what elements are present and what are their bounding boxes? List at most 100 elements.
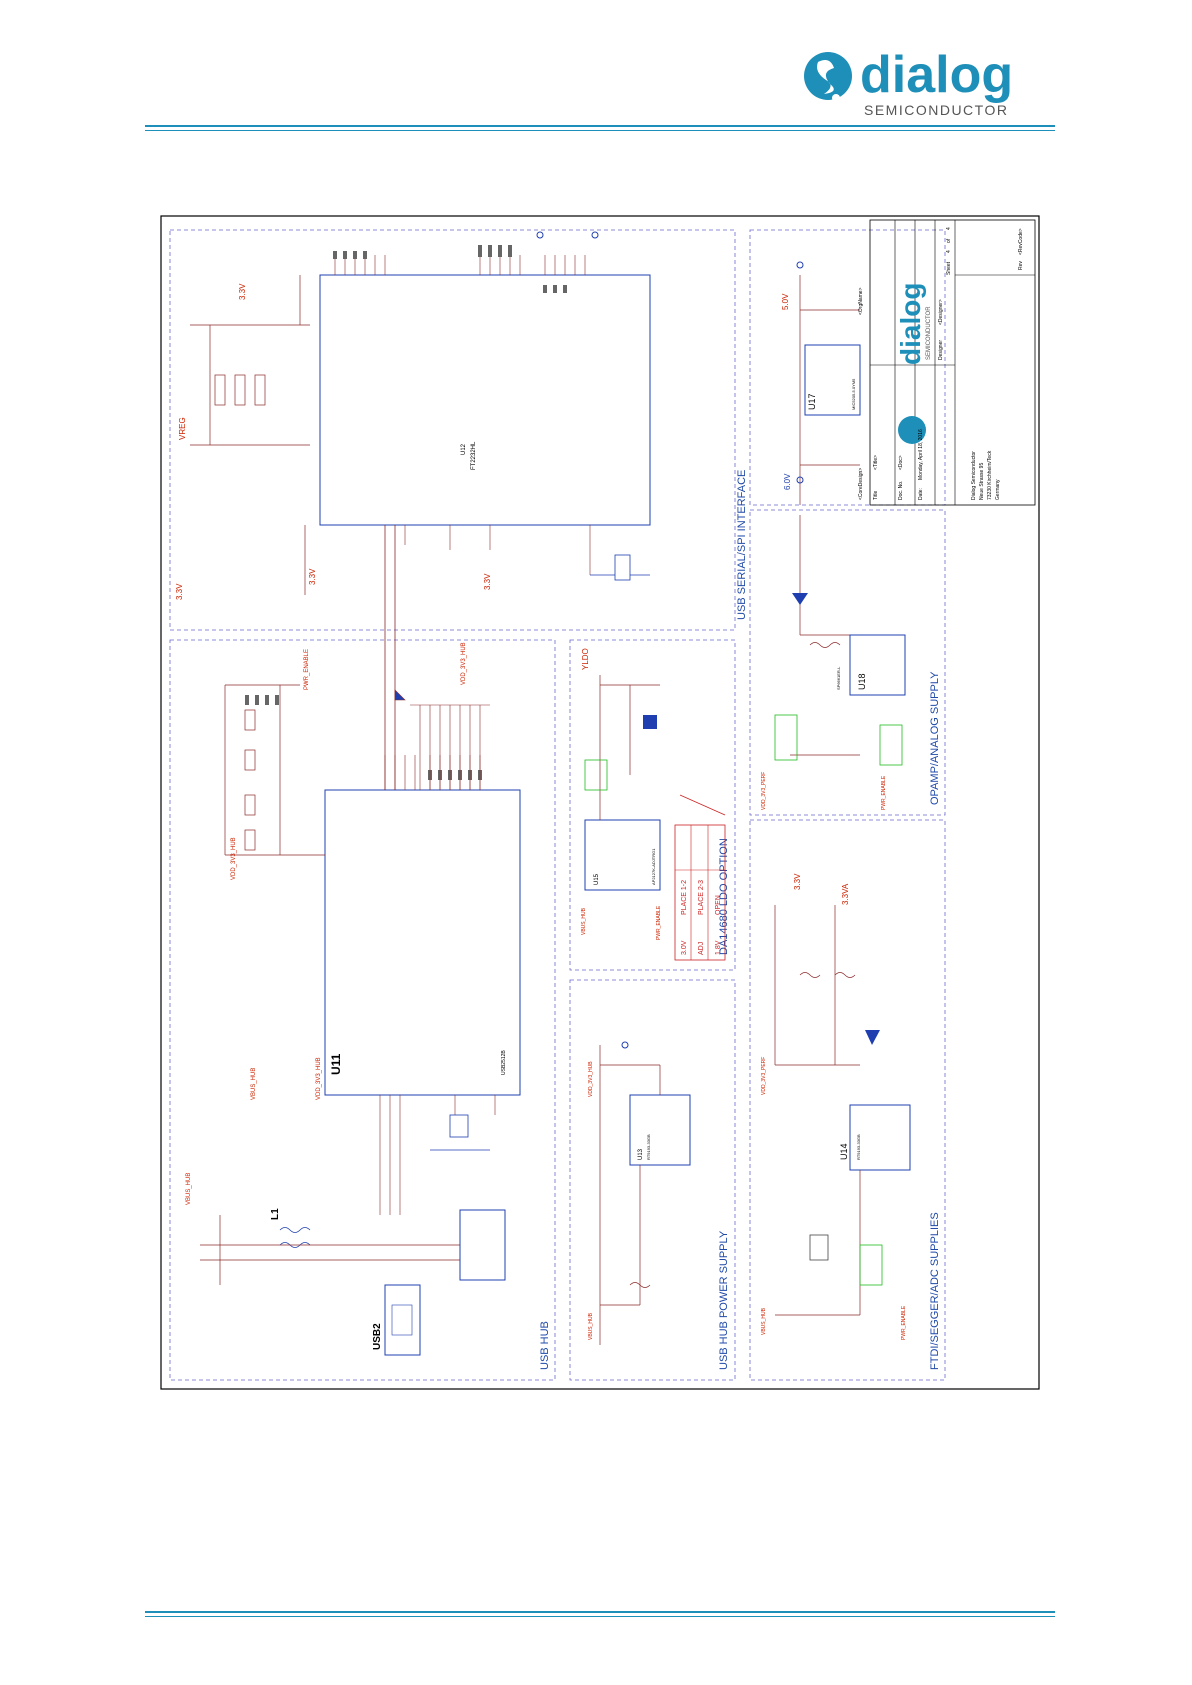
tb-doc-label: Doc. No. — [898, 481, 904, 500]
ldo-row3-action: OPEN — [715, 895, 722, 915]
u13-part: RT9193-33GB — [646, 1134, 651, 1160]
led-d5-icon — [865, 1030, 880, 1045]
u14-part: RT9193-33GB — [856, 1134, 861, 1160]
tb-rev-label: Rev — [1018, 261, 1024, 270]
u13-ref: U13 — [638, 1148, 644, 1160]
section-title-hub: USB HUB — [539, 1321, 551, 1370]
u12-ref: U12 — [461, 443, 467, 455]
u14-ref: U14 — [839, 1143, 849, 1160]
ldo-green-box — [584, 759, 608, 791]
ldo-row1-voltage: 3.0V — [681, 940, 688, 955]
tb-title-label: Title — [873, 491, 879, 500]
net-3v3-ftdi: 3.3V — [793, 873, 802, 890]
net-pwr-enable-ldo: PWR_ENABLE — [656, 905, 662, 940]
section-title-hubpower: USB HUB POWER SUPPLY — [718, 1230, 730, 1370]
section-title-ldo: DA14680 LDO OPTION — [718, 838, 730, 955]
net-3v3-reset: 3.3V — [483, 573, 492, 590]
usb2-connector: USB2 — [372, 1284, 421, 1356]
net-3v3-left: 3.3V — [175, 583, 184, 600]
net-vbus-hub-b: VBUS_HUB — [186, 1173, 192, 1205]
inductor-l1: L1 — [270, 1208, 311, 1248]
net-vdd-3v3-hub-b: VDD_3V3_HUB — [316, 1057, 322, 1100]
net-pwr-enable-ftdi: PWR_ENABLE — [901, 1305, 907, 1340]
net-vbus-hub-a: VBUS_HUB — [251, 1068, 257, 1100]
ldo-row2-action: PLACE 2-3 — [698, 880, 705, 915]
net-vdd-3v3-perf-b: VDD_3V3_PERF — [761, 1057, 767, 1095]
net-3v3a: 3.3VA — [841, 883, 850, 905]
tb-logo-sub: SEMICONDUCTOR — [926, 306, 932, 360]
net-5v0: 5.0V — [781, 293, 790, 310]
u18-part: SP6661ER-L — [836, 666, 841, 690]
section-box-hubpower — [569, 979, 736, 1381]
opamp-green-box-b — [879, 724, 903, 766]
net-vreg: VREG — [178, 417, 187, 440]
led-d4-icon — [394, 689, 406, 701]
sheet-border — [160, 215, 1040, 1390]
footer-rule-top — [145, 1611, 1055, 1613]
tb-date-value: Monday, April 18, 2016 — [918, 429, 924, 480]
u17-part: MIC5205-5.0YM5 — [851, 378, 856, 410]
net-3v3-mid: 3.3V — [308, 568, 317, 585]
hub-decoupling — [224, 684, 325, 856]
section-box-top-right — [749, 229, 946, 506]
tb-logo-mark-icon — [898, 416, 926, 444]
tp59-icon — [796, 261, 804, 269]
tb-of-value: 4 — [946, 227, 952, 230]
crystal-y3 — [430, 1114, 490, 1151]
l1-ref: L1 — [270, 1208, 281, 1220]
net-6v0: 6.0V — [783, 473, 792, 490]
vreg-decoupling — [190, 275, 310, 595]
tb-of-label: of — [946, 238, 952, 243]
logo-word: dialog — [860, 46, 1013, 104]
footer-rule-bottom — [145, 1616, 1055, 1617]
u18-ref: U18 — [857, 673, 867, 690]
tb-company-line-1: Dialog Semiconductor — [971, 451, 977, 500]
usb2-ref: USB2 — [372, 1323, 383, 1350]
net-vdd-3v3-hub-psu: VDD_3V3_HUB — [588, 1061, 594, 1097]
section-title-opamp: OPAMP/ANALOG SUPPLY — [929, 671, 941, 805]
net-vdd-3v3-perf-a: VDD_3V3_PERF — [761, 772, 767, 810]
tb-designer-value: <Designer> — [938, 299, 944, 325]
tb-orgname: <OrgName> — [858, 287, 864, 315]
crystal-y4 — [590, 554, 650, 581]
tb-title-value: <Title> — [873, 455, 879, 470]
tb-company-line-2: Neue Strasse 95 — [979, 463, 985, 500]
u15-chip: U15 AP2127K-ADJTRG1 — [584, 819, 661, 891]
ldo-row3-voltage: 1.8V — [715, 940, 722, 955]
tb-logo-word: dialog — [895, 283, 926, 365]
net-3v3-top: 3.3V — [238, 283, 247, 300]
section-box-hub — [169, 639, 556, 1381]
tp23-icon — [621, 1041, 629, 1049]
section-box-serial — [169, 229, 736, 631]
tb-sheet-value: 4 — [946, 250, 952, 253]
jumper-j17-icon — [809, 1234, 829, 1261]
ldo-row2-voltage: ADJ — [698, 942, 705, 955]
u11-chip: U11 USB2512B — [245, 695, 521, 1215]
tp58-icon — [536, 231, 544, 239]
section-box-opamp — [749, 509, 946, 816]
net-vbus-hub-ftdi: VBUS_HUB — [761, 1307, 767, 1335]
dialog-logo: dialog SEMICONDUCTOR — [800, 36, 1055, 126]
net-pwr-enable-a: PWR_ENABLE — [304, 649, 310, 690]
tb-date-label: Date: — [918, 488, 924, 500]
net-vdd-3v3-hub-c: VDD_3V3_HUB — [461, 642, 467, 685]
schematic-sheet: D C B A D C B A 1 2 3 4 5 USB SERIAL/SPI… — [160, 215, 1040, 1390]
hub-resistor-bank — [394, 689, 490, 790]
u17-ref: U17 — [807, 393, 817, 410]
tb-company-line-3: 73230 Kirchheim/Teck — [987, 450, 993, 500]
tb-doc-value: <Doc> — [898, 455, 904, 470]
logo-mark-icon — [804, 52, 852, 102]
ftdi-green-box — [859, 1244, 883, 1286]
logo-subtitle: SEMICONDUCTOR — [864, 102, 1008, 118]
jumper-j13-icon — [643, 715, 657, 729]
u13-chip: U13 RT9193-33GB — [629, 1094, 691, 1166]
net-vbus-hub-ldo: VBUS_HUB — [581, 907, 587, 935]
net-vbus-hub-psu: VBUS_HUB — [588, 1312, 594, 1340]
tb-rev-value: <RevCode> — [1018, 228, 1024, 255]
u11-part: USB2512B — [501, 1050, 507, 1075]
u17-chip: U17 MIC5205-5.0YM5 — [804, 344, 861, 416]
tb-design-label: <CoreDesign> — [858, 468, 864, 500]
tp60-icon — [591, 231, 599, 239]
header-rule-top — [145, 125, 1055, 127]
u14-chip: U14 RT9193-33GB — [839, 1104, 911, 1171]
